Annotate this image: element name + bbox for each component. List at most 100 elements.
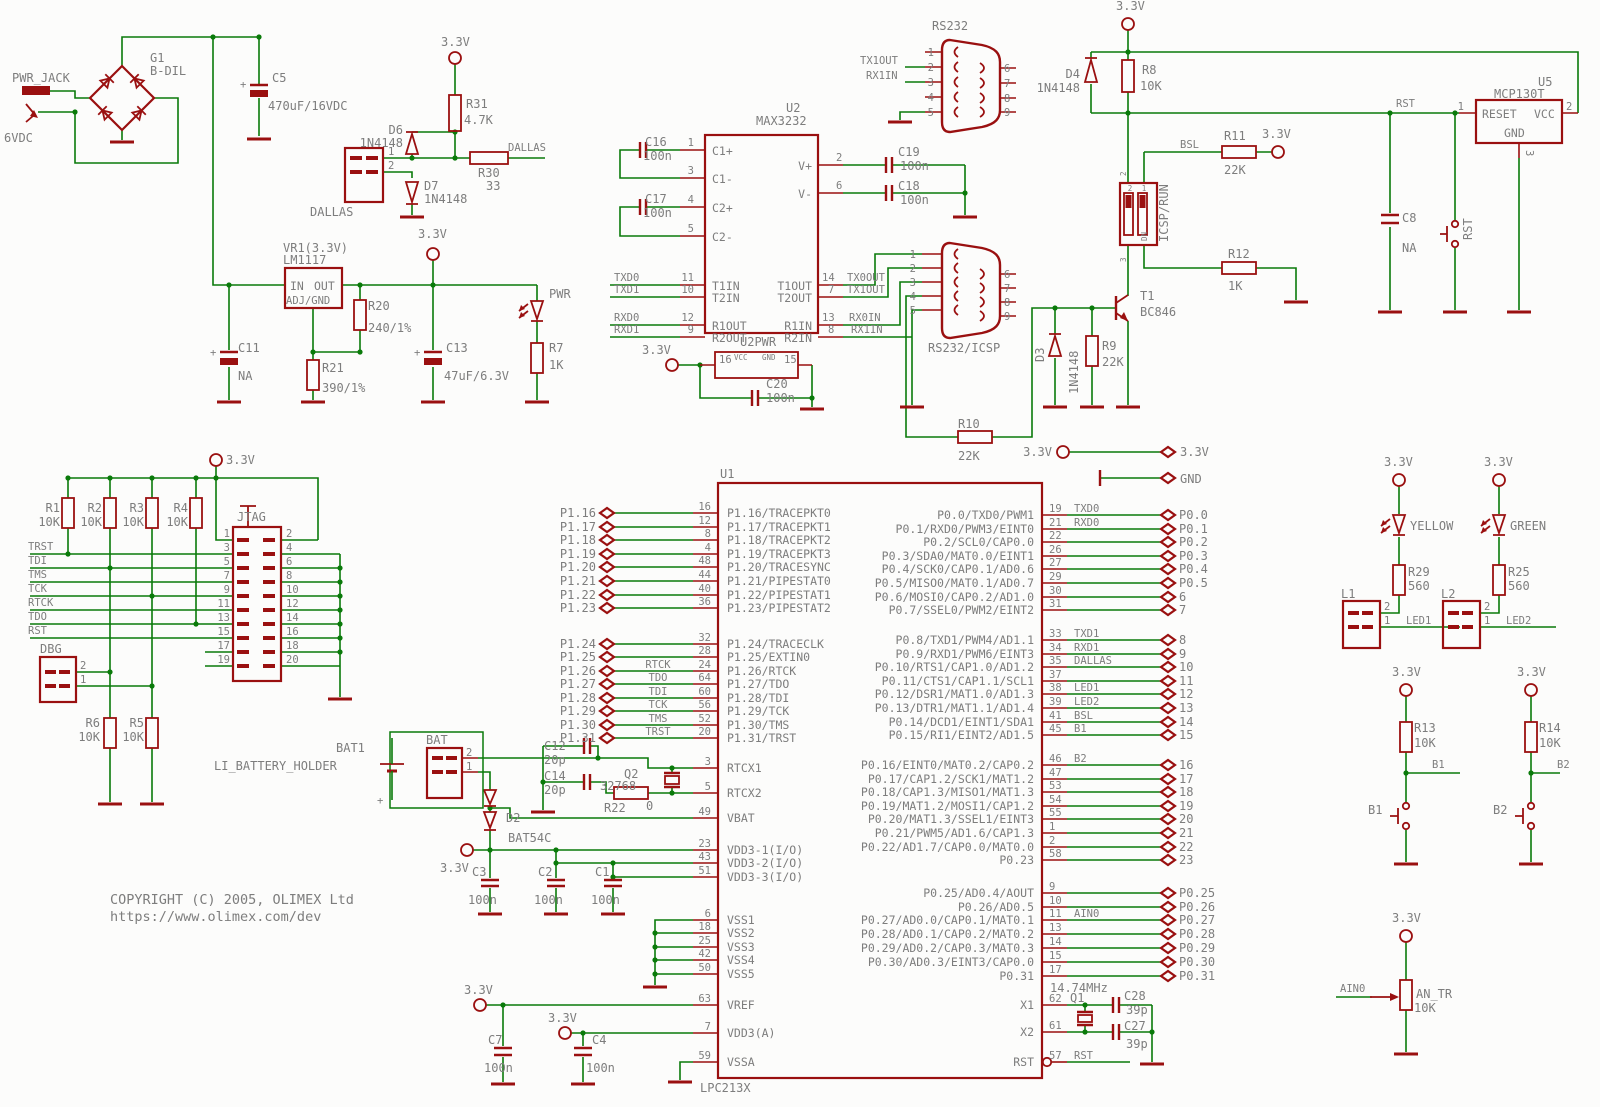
u1-pin-name: P0.23	[999, 853, 1034, 867]
u1-pin-num: 8	[705, 528, 711, 540]
rail-3v3-dallas: 3.3V	[441, 35, 470, 49]
jtag-pin-dash	[263, 622, 275, 626]
l1-pin1: 1	[1384, 615, 1390, 627]
u1-net-label: AIN0	[1074, 908, 1099, 920]
port-diamond	[1159, 660, 1177, 674]
vcc-3v3-symbol	[1492, 473, 1506, 487]
r31	[448, 94, 462, 132]
l2-pin1: 1	[1484, 615, 1490, 627]
icsp-pin7: 7	[1004, 283, 1010, 295]
u1-pin-num: 6	[705, 908, 711, 920]
jtag-pin-dash	[263, 650, 275, 654]
r11-ref: R11	[1224, 129, 1246, 143]
junction-dot	[193, 621, 199, 627]
junction-dot	[1528, 770, 1534, 776]
d2-value: BAT54C	[508, 831, 551, 845]
net-tx0out: TX0OUT	[847, 272, 886, 284]
u1-pin-num: 4	[705, 542, 711, 554]
u1-pin-num: 44	[698, 569, 711, 581]
u1-pin-num: 59	[698, 1050, 711, 1062]
u1-port-label: 8	[1179, 633, 1186, 647]
jtag-pin-num-right: 12	[286, 598, 299, 610]
u2-c1p: C1+	[712, 144, 733, 158]
u1-pin-name: P0.15/RI1/EINT2/AD1.5	[889, 728, 1034, 742]
port-diamond	[598, 664, 616, 678]
pwr-led-icon	[518, 300, 545, 322]
u5-value: MCP130T	[1494, 87, 1545, 101]
u1-net-label: RTCK	[645, 659, 671, 671]
u1-net-label: TXD0	[1074, 503, 1099, 515]
c13-value: 47uF/6.3V	[444, 369, 509, 383]
rst-button[interactable]	[1440, 219, 1460, 249]
u1-port-label: 16	[1179, 758, 1193, 772]
cap-c14	[582, 774, 592, 790]
u1-pin-num: 64	[698, 672, 711, 684]
junction-dot	[337, 593, 343, 599]
u1-port-label: P0.3	[1179, 549, 1208, 563]
u1-pin-num: 23	[698, 838, 711, 850]
vr1-ref: VR1(3.3V)	[283, 241, 348, 255]
vcc-3v3-symbol	[209, 453, 223, 467]
bat-pin1: 1	[466, 761, 472, 773]
l2-ref: L2	[1441, 587, 1455, 601]
u1-pin-name: X1	[1020, 998, 1034, 1012]
d4-ref: D4	[1066, 67, 1080, 81]
u1-pin-num: 46	[1049, 753, 1062, 765]
u1-pin-name: P0.31	[999, 969, 1034, 983]
u1-port-label: P1.16	[560, 506, 596, 520]
vcc-3v3-symbol	[426, 247, 440, 261]
u1-port-label: P1.27	[560, 677, 596, 691]
b2-button[interactable]	[1515, 801, 1536, 831]
led1-color: YELLOW	[1410, 519, 1454, 533]
u2-pin6: 6	[836, 180, 842, 192]
u1-port-label: 7	[1179, 603, 1186, 617]
u1-port-label: P1.19	[560, 547, 596, 561]
port-diamond	[1159, 687, 1177, 701]
u1-pin-name: P1.28/TDI	[727, 691, 789, 705]
jtag-pin-num-right: 18	[286, 640, 299, 652]
l1-pin2: 2	[1384, 601, 1390, 613]
c20-value: 100n	[766, 391, 795, 405]
r14	[1524, 721, 1538, 753]
r30-ref: R30	[478, 166, 500, 180]
c19-ref: C19	[898, 145, 920, 159]
vcc-3v3-symbol	[1399, 683, 1413, 697]
port-diamond	[1159, 758, 1177, 772]
bat-pin2: 2	[466, 747, 472, 759]
u1-port-label: P1.23	[560, 601, 596, 615]
dbg-pin2: 2	[80, 660, 86, 672]
l1-ref: L1	[1341, 587, 1355, 601]
junction-dot	[107, 475, 113, 481]
u1-pin-num: 45	[1049, 723, 1062, 735]
junction-dot	[337, 607, 343, 613]
port-diamond	[598, 677, 616, 691]
u1-pin-num: 32	[698, 632, 711, 644]
u1-pin-name: P0.19/MAT1.2/MOSI1/CAP1.2	[861, 799, 1034, 813]
u1-pin-name: P0.10/RTS1/CAP1.0/AD1.2	[875, 660, 1034, 674]
dallas-connector	[343, 146, 385, 204]
cap-c17	[638, 199, 648, 215]
r29	[1392, 564, 1406, 596]
junction-dot	[310, 349, 316, 355]
port-diamond	[1159, 715, 1177, 729]
junction-dot	[1125, 49, 1131, 55]
icsp-pin8: 8	[1004, 297, 1010, 309]
b1-label: B1	[1368, 803, 1382, 817]
sw-label: ICSP/RUN	[1157, 184, 1171, 242]
r22	[613, 786, 649, 800]
bat-connector	[425, 746, 464, 800]
port-diamond	[1159, 853, 1177, 867]
icsp-run-switch	[1118, 181, 1159, 247]
b1-button[interactable]	[1390, 801, 1411, 831]
u1-pin-num: 9	[1049, 881, 1055, 893]
vr1-out: OUT	[314, 279, 335, 293]
junction-dot	[610, 860, 616, 866]
r12	[1221, 261, 1257, 275]
u1-net-label: B1	[1074, 723, 1087, 735]
u1-ref: U1	[720, 467, 734, 481]
port-diamond	[1159, 772, 1177, 786]
jtag-pin-num-left: 5	[224, 556, 230, 568]
vcc-3v3-symbol	[1399, 929, 1413, 943]
junction-dot	[1403, 770, 1409, 776]
u1-pin-name: P1.25/EXTIN0	[727, 650, 810, 664]
